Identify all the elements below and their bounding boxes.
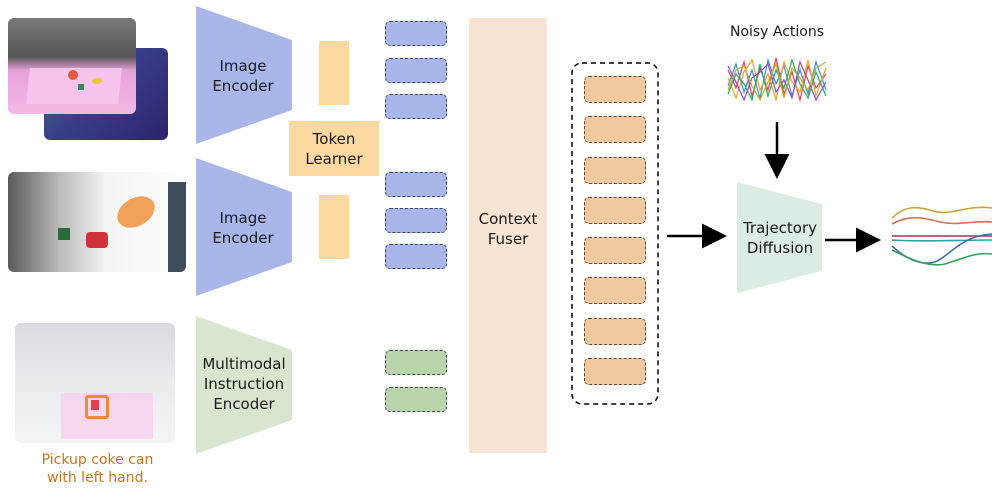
instruction-encoder-label: Multimodal Instruction Encoder <box>194 354 294 414</box>
trajectory-diffusion-line-1: Trajectory <box>742 219 818 237</box>
fused-token-7 <box>584 318 646 345</box>
trajectory-diffusion-line-2: Diffusion <box>746 239 814 257</box>
token-learner-line-2: Learner <box>305 150 363 168</box>
image-encoder-2-label: Image Encoder <box>200 208 286 248</box>
image-encoder-2-line-2: Encoder <box>212 229 274 247</box>
image-encoder-1-shape <box>196 6 292 144</box>
context-fuser-label: Context Fuser <box>469 209 547 249</box>
fused-token-8 <box>584 358 646 385</box>
context-fuser-shape <box>469 18 547 453</box>
noisy-actions-plot <box>727 57 827 103</box>
image-encoder-1-line-2: Encoder <box>212 77 274 95</box>
token-learner-bar-bottom <box>319 195 349 259</box>
instruction-encoder-line-3: Encoder <box>213 395 275 413</box>
fused-token-5 <box>584 237 646 264</box>
fused-token-3 <box>584 157 646 184</box>
instruction-token-2 <box>385 387 447 412</box>
noisy-actions-label: Noisy Actions <box>729 24 825 40</box>
instruction-text: Pickup coke can with left hand. <box>10 451 185 487</box>
instruction-text-line-1: Pickup coke can <box>41 452 154 468</box>
image-token-4 <box>385 172 447 197</box>
image-encoder-1-line-1: Image <box>219 57 267 75</box>
image-token-2 <box>385 58 447 83</box>
image-encoder-2-shape <box>196 158 292 296</box>
image-encoder-1-label: Image Encoder <box>200 56 286 96</box>
camera-image-wrist <box>8 172 186 272</box>
trajectory-diffusion-shape <box>737 182 822 293</box>
token-learner-box <box>289 121 379 176</box>
output-trajectory-plot <box>891 206 992 266</box>
instruction-image <box>15 323 175 443</box>
token-learner-bar-top <box>319 41 349 105</box>
fused-token-1 <box>584 76 646 103</box>
trajectory-diffusion-label: Trajectory Diffusion <box>732 218 828 258</box>
token-learner-label: Token Learner <box>289 129 379 169</box>
image-token-5 <box>385 208 447 233</box>
fused-token-4 <box>584 197 646 224</box>
image-token-3 <box>385 94 447 119</box>
camera-image-front-1 <box>8 18 136 114</box>
instruction-encoder-shape <box>196 316 292 454</box>
image-token-1 <box>385 21 447 46</box>
fused-token-6 <box>584 277 646 304</box>
fused-token-2 <box>584 116 646 143</box>
instruction-text-line-2: with left hand. <box>47 470 148 486</box>
instruction-encoder-line-2: Instruction <box>203 375 285 393</box>
instruction-token-1 <box>385 350 447 375</box>
fused-token-group <box>571 62 659 405</box>
token-learner-line-1: Token <box>312 130 356 148</box>
context-fuser-line-2: Fuser <box>487 230 529 248</box>
image-encoder-2-line-1: Image <box>219 209 267 227</box>
context-fuser-line-1: Context <box>478 210 538 228</box>
instruction-encoder-line-1: Multimodal <box>202 355 286 373</box>
image-token-6 <box>385 244 447 269</box>
